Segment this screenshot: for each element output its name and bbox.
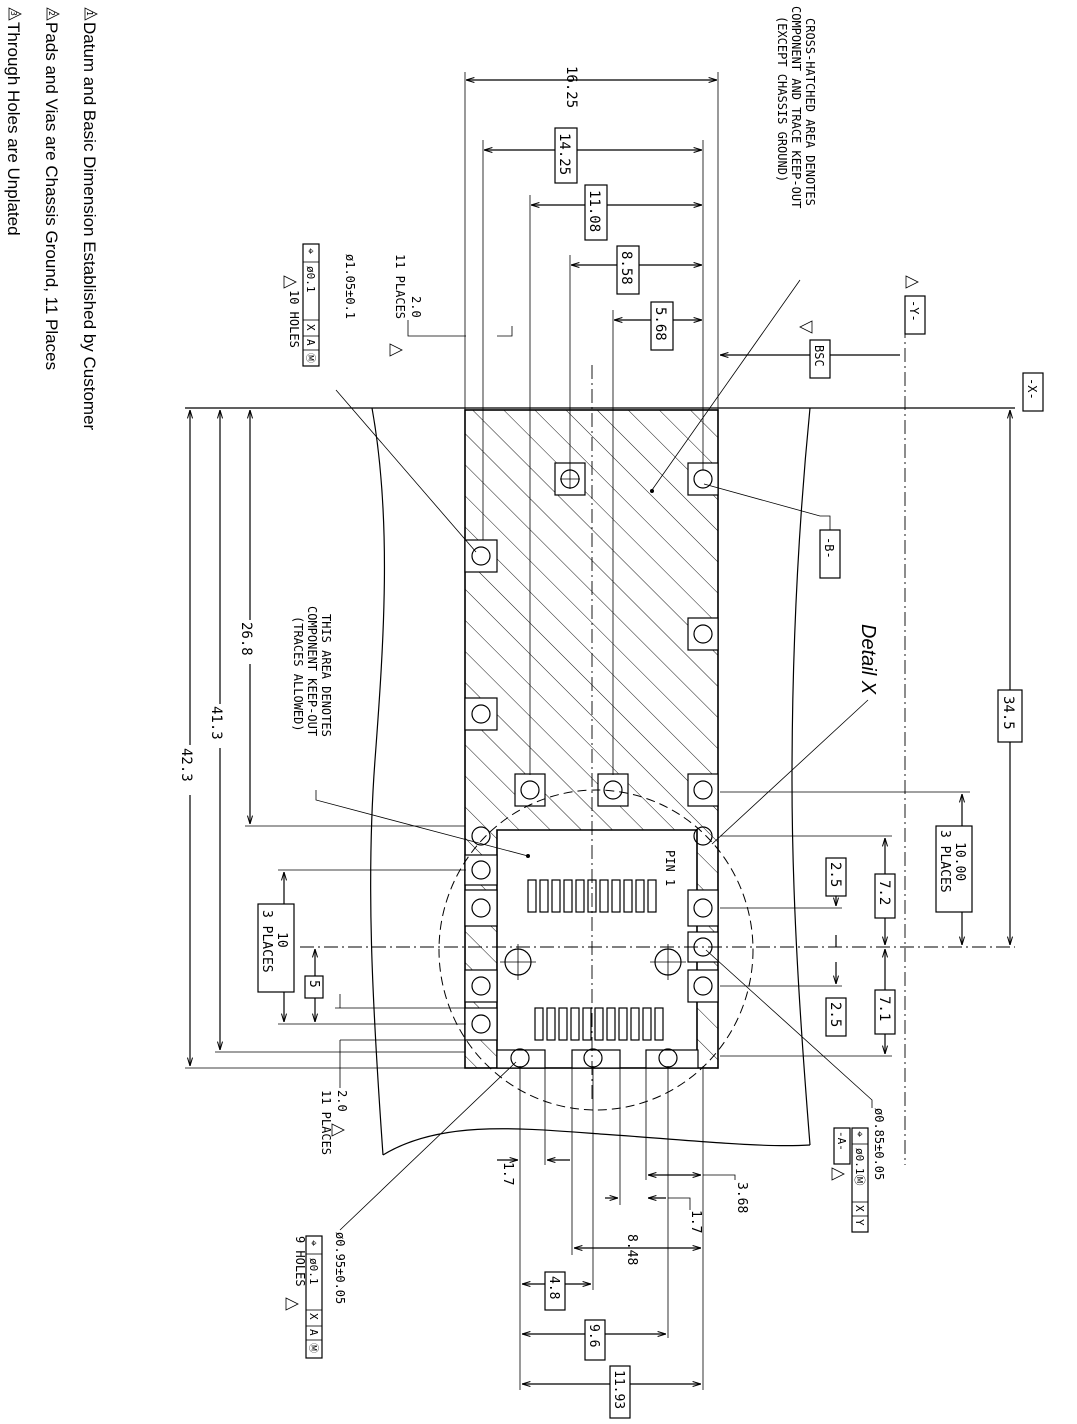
detail-x-label: Detail X: [857, 624, 879, 695]
dim-5: 5: [306, 980, 321, 988]
dim-4-8: 4.8: [546, 1276, 561, 1299]
hole-callout-right: ø0.85±0.05 ⌖ ø0.1Ⓜ X Y -A-: [705, 949, 886, 1233]
dim-2-5-bottom: 2.5: [827, 1002, 843, 1027]
svg-text:2.0: 2.0: [409, 296, 423, 318]
svg-text:ø0.1: ø0.1: [304, 266, 317, 293]
dim-1-7-left: 1.7: [500, 1162, 515, 1185]
svg-text:11 PLACES: 11 PLACES: [319, 1090, 333, 1155]
dim-1-7-right: 1.7: [688, 1210, 703, 1233]
svg-text:A: A: [307, 1329, 320, 1336]
svg-text:ø0.1: ø0.1: [307, 1258, 320, 1285]
svg-text:⌖: ⌖: [307, 1240, 320, 1246]
three-places: 3 PLACES: [259, 910, 274, 973]
dim-11-93: 11.93: [611, 1370, 626, 1409]
dim-7-2: 7.2: [876, 880, 892, 905]
note-1-text: Datum and Basic Dimension Established by…: [80, 22, 99, 431]
dim-2-5-top: 2.5: [827, 862, 843, 887]
detail-x-circle: [438, 789, 754, 1111]
note-1-triangle-icon: [799, 320, 813, 334]
cross-hatched-note: CROSS-HATCHED AREA DENOTES COMPONENT AND…: [650, 6, 817, 493]
dim-3-68: 3.68: [734, 1182, 749, 1213]
svg-text:9 HOLES: 9 HOLES: [293, 1236, 307, 1287]
note-number: 1: [85, 11, 94, 16]
bsc-label: BSC: [812, 345, 826, 367]
svg-text:X: X: [307, 1313, 320, 1320]
datum-x-callout: -X-: [1022, 372, 1044, 412]
svg-text:11 PLACES: 11 PLACES: [393, 254, 407, 319]
svg-text:X: X: [853, 1205, 866, 1212]
top-dimensions: 16.25 14.25 11.08 8.58 5.68 BSC: [464, 66, 900, 775]
dim-10-00: 10.00: [952, 842, 967, 881]
dim-26-8: 26.8: [238, 622, 254, 656]
svg-text:THIS AREA DENOTES: THIS AREA DENOTES: [319, 614, 333, 737]
pads-and-holes: [464, 462, 719, 1069]
dim-8-58: 8.58: [618, 251, 634, 285]
svg-text:(TRACES ALLOWED): (TRACES ALLOWED): [291, 616, 305, 732]
datum-y-callout: -Y-: [904, 275, 926, 335]
notes-block: 1 Datum and Basic Dimension Established …: [4, 7, 99, 431]
svg-text:ø0.95±0.05: ø0.95±0.05: [333, 1232, 347, 1304]
svg-text:Ⓜ: Ⓜ: [307, 1343, 319, 1353]
dim-42-3: 42.3: [178, 748, 194, 782]
left-dimensions: 42.3 41.3 26.8 10 3 PLACES 5: [178, 410, 466, 1069]
note-1-triangle-icon: [905, 275, 919, 289]
pin-row-top: [527, 879, 657, 913]
dim-14-25: 14.25: [556, 133, 572, 175]
pin1-label: PIN 1: [663, 850, 677, 886]
detail-leader: [711, 699, 869, 845]
svg-text:A: A: [304, 339, 317, 346]
dim-9-6: 9.6: [586, 1324, 601, 1347]
note-2-text: Pads and Vias are Chassis Ground, 11 Pla…: [42, 22, 61, 370]
three-places-right: 3 PLACES: [937, 830, 952, 893]
svg-text:-A-: -A-: [835, 1131, 848, 1151]
datum-b-callout: -B-: [703, 483, 841, 579]
hole-callout-top-left: ø1.05±0.1 ⌖ ø0.1 X A Ⓜ 10 HOLES: [283, 243, 477, 553]
svg-text:2.0: 2.0: [335, 1090, 349, 1112]
note-3-text: Through Holes are Unplated: [4, 22, 23, 236]
svg-text:(EXCEPT CHASSIS GROUND): (EXCEPT CHASSIS GROUND): [775, 16, 789, 182]
svg-text:ø0.85±0.05: ø0.85±0.05: [872, 1108, 886, 1180]
bottom-dimensions: 1.7 1.7 3.68 8.48 4.8 9.6 11.93: [497, 1066, 749, 1419]
svg-text:10 HOLES: 10 HOLES: [287, 290, 301, 348]
svg-text:X: X: [304, 324, 317, 331]
svg-text:ø0.1Ⓜ: ø0.1Ⓜ: [853, 1148, 866, 1186]
dim-5-68: 5.68: [652, 307, 668, 341]
hole-callout-bottom: ø0.95±0.05 ⌖ ø0.1 X A Ⓜ 9 HOLES: [285, 1061, 517, 1359]
hatched-keepout-area: [464, 409, 719, 1069]
component-keepout-note: THIS AREA DENOTES COMPONENT KEEP-OUT (TR…: [291, 606, 530, 858]
dim-7-1: 7.1: [876, 996, 892, 1021]
note-triangle-icon: [8, 7, 22, 21]
svg-text:COMPONENT KEEP-OUT: COMPONENT KEEP-OUT: [305, 606, 319, 736]
right-dimensions: 34.5 10.00 3 PLACES 7.2 7.1 2.5 2.5: [720, 410, 1023, 1057]
dim-41-3: 41.3: [208, 706, 224, 740]
datum-x: -X-: [1025, 378, 1039, 400]
svg-text:Ⓜ: Ⓜ: [304, 353, 316, 363]
dim-16-25: 16.25: [563, 66, 579, 108]
svg-text:⌖: ⌖: [853, 1131, 866, 1137]
dim-10: 10: [274, 932, 289, 948]
datum-y: -Y-: [907, 300, 921, 322]
dim-34-5: 34.5: [1000, 696, 1016, 730]
pin-row-bottom: [534, 1007, 664, 1041]
note-number: 2: [47, 11, 56, 16]
svg-text:⌖: ⌖: [304, 248, 317, 254]
svg-text:ø1.05±0.1: ø1.05±0.1: [343, 254, 357, 319]
dim-11-08: 11.08: [586, 190, 602, 232]
module-features: [500, 879, 686, 1041]
svg-text:PIN 1: PIN 1: [663, 850, 677, 886]
dim-8-48: 8.48: [624, 1234, 639, 1265]
dim-2-0-bottom: 2.0 11 PLACES: [319, 1039, 466, 1155]
note-triangle-icon: [46, 7, 60, 21]
svg-text:Detail X: Detail X: [857, 624, 879, 695]
dim-2-0-top: 2.0 11 PLACES: [389, 254, 513, 357]
svg-text:COMPONENT AND TRACE KEEP-OUT: COMPONENT AND TRACE KEEP-OUT: [789, 6, 803, 208]
note-number: 3: [9, 11, 18, 16]
note-triangle-icon: [84, 7, 98, 21]
svg-text:Y: Y: [853, 1219, 866, 1226]
datum-b: -B-: [822, 537, 836, 559]
svg-text:CROSS-HATCHED AREA DENOTES: CROSS-HATCHED AREA DENOTES: [803, 18, 817, 206]
